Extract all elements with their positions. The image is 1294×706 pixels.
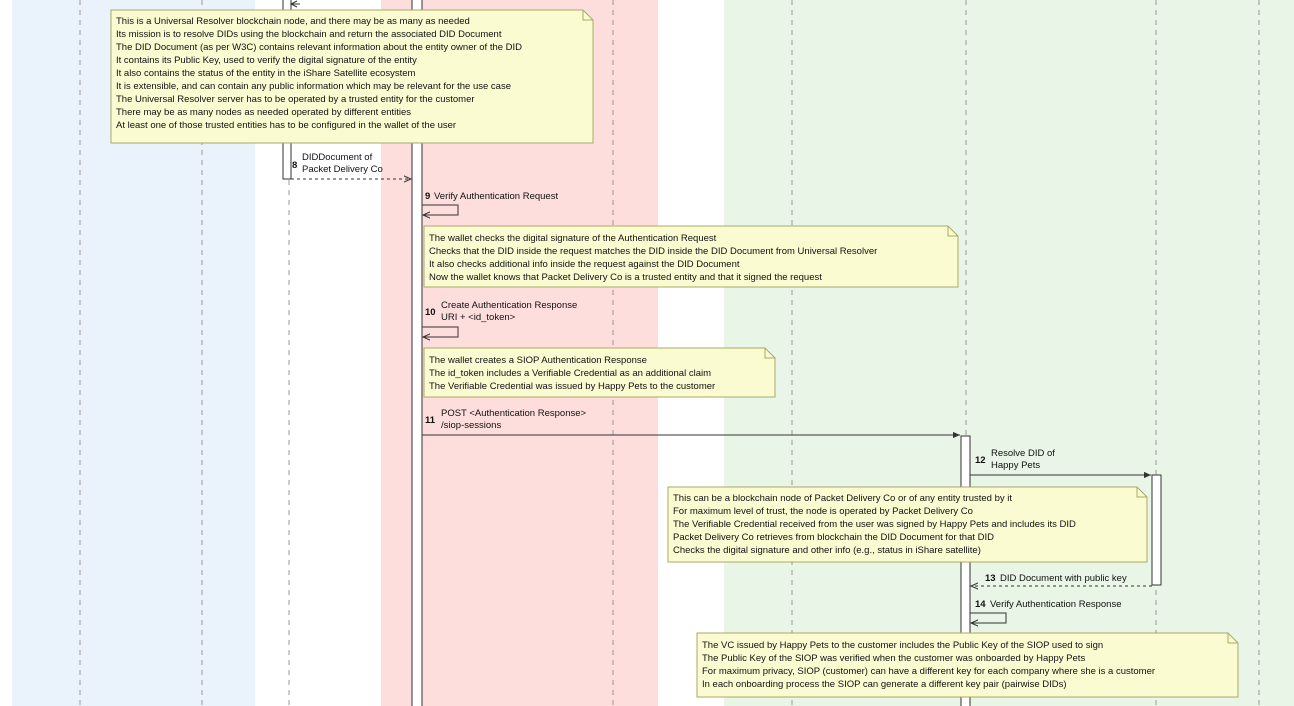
- note-line: The Verifiable Credential was issued by …: [429, 381, 715, 392]
- note-wallet-creates-response: The wallet creates a SIOP Authentication…: [423, 347, 776, 398]
- note-blockchain-node: This can be a blockchain node of Packet …: [667, 486, 1148, 563]
- note-line: For maximum privacy, SIOP (customer) can…: [702, 666, 1155, 677]
- message-arrow: [422, 326, 459, 337]
- message-label: Resolve DID of: [991, 448, 1055, 459]
- message-8: 8 DIDDocument of Packet Delivery Co: [291, 152, 411, 179]
- message-label: Create Authentication Response: [441, 300, 577, 311]
- message-label: Verify Authentication Response: [990, 599, 1122, 610]
- message-14: 14 Verify Authentication Response: [970, 599, 1122, 623]
- note-line: The Universal Resolver server has to be …: [116, 94, 475, 105]
- message-9: 9 Verify Authentication Request: [422, 191, 558, 215]
- message-12: 12 Resolve DID of Happy Pets: [970, 448, 1151, 479]
- note-line: The wallet creates a SIOP Authentication…: [429, 355, 647, 366]
- note-line: It is extensible, and can contain any pu…: [116, 81, 511, 92]
- message-label: Packet Delivery Co: [302, 164, 383, 175]
- previous-self-arrow-head: [289, 0, 298, 8]
- message-11: 11 POST <Authentication Response> /siop-…: [422, 408, 960, 439]
- note-line: It also contains the status of the entit…: [116, 68, 415, 79]
- note-line: Packet Delivery Co retrieves from blockc…: [673, 532, 994, 543]
- note-vc-public-key: The VC issued by Happy Pets to the custo…: [696, 632, 1239, 698]
- note-universal-resolver: This is a Universal Resolver blockchain …: [110, 9, 594, 144]
- group-box-green: [724, 0, 1294, 706]
- message-number: 12: [975, 455, 986, 466]
- message-10: 10 Create Authentication Response URI + …: [422, 300, 577, 337]
- message-number: 13: [985, 573, 996, 584]
- note-line: Its mission is to resolve DIDs using the…: [116, 29, 502, 40]
- note-line: The Public Key of the SIOP was verified …: [702, 653, 1085, 664]
- note-line: In each onboarding process the SIOP can …: [702, 679, 1067, 690]
- note-line: At least one of those trusted entities h…: [116, 120, 456, 131]
- message-label: POST <Authentication Response>: [441, 408, 587, 419]
- note-line: Checks the digital signature and other i…: [673, 545, 981, 556]
- note-line: The Verifiable Credential received from …: [673, 519, 1076, 530]
- message-arrow: [422, 204, 459, 215]
- message-number: 8: [292, 160, 297, 171]
- note-line: This can be a blockchain node of Packet …: [673, 493, 1012, 504]
- message-label: Verify Authentication Request: [434, 191, 558, 202]
- note-line: Now the wallet knows that Packet Deliver…: [429, 272, 822, 283]
- message-label: DID Document with public key: [1000, 573, 1127, 584]
- message-label: /siop-sessions: [441, 420, 501, 431]
- note-line: For maximum level of trust, the node is …: [673, 506, 973, 517]
- note-line: There may be as many nodes as needed ope…: [116, 107, 411, 118]
- activation-blockchain: [1151, 474, 1162, 586]
- note-line: It contains its Public Key, used to veri…: [116, 55, 417, 66]
- note-line: Checks that the DID inside the request m…: [429, 246, 877, 257]
- message-arrow: [970, 612, 1007, 623]
- note-wallet-checks-signature: The wallet checks the digital signature …: [423, 225, 959, 288]
- message-label: DIDDocument of: [302, 152, 373, 163]
- note-line: The DID Document (as per W3C) contains r…: [116, 42, 522, 53]
- note-line: This is a Universal Resolver blockchain …: [116, 16, 470, 27]
- message-number: 9: [425, 191, 430, 202]
- activation-verifier: [960, 435, 971, 706]
- message-number: 14: [975, 599, 986, 610]
- message-number: 11: [425, 415, 436, 426]
- note-line: The id_token includes a Verifiable Crede…: [429, 368, 711, 379]
- note-line: It also checks additional info inside th…: [429, 259, 740, 270]
- activation-wallet: [411, 0, 423, 706]
- message-label: Happy Pets: [991, 460, 1040, 471]
- message-number: 10: [425, 307, 436, 318]
- message-13: 13 DID Document with public key: [971, 573, 1152, 586]
- note-line: The wallet checks the digital signature …: [429, 233, 717, 244]
- note-line: The VC issued by Happy Pets to the custo…: [702, 640, 1103, 651]
- message-label: URI + <id_token>: [441, 312, 516, 323]
